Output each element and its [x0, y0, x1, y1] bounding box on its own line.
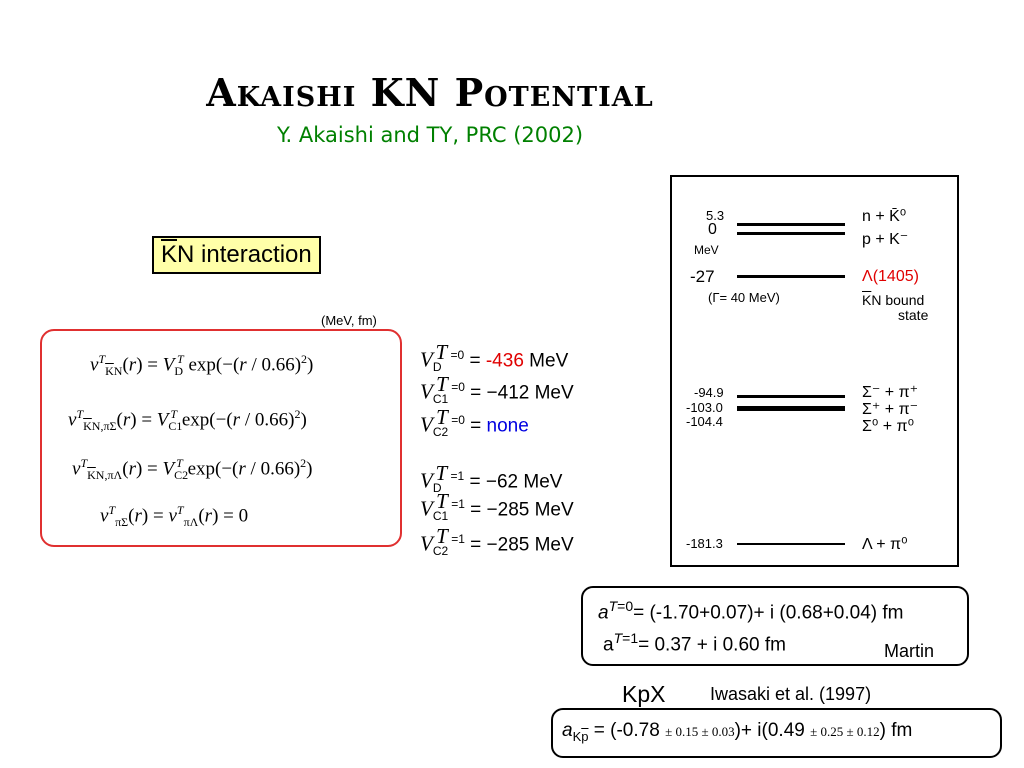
level-label: p + K⁻	[862, 231, 909, 248]
coupling-vc2-t1: VC2T =1 = −285 MeV	[420, 524, 574, 559]
level-label: Λ + π⁰	[862, 536, 908, 553]
scattering-length-t0: aT=0= (-1.70+0.07)+ i (0.68+0.04) fm	[598, 598, 904, 624]
level-label: Σ⁰ + π⁰	[862, 418, 914, 435]
coupling-vd-t1: VDT =1 = −62 MeV	[420, 461, 563, 496]
slide-title: Akaishi KN Potential	[206, 70, 654, 115]
coupling-vc1-t1: VC1T =1 = −285 MeV	[420, 489, 574, 524]
potential-eq-2: vTKN,πΣ(r) = VC1T exp(−(r / 0.66)2)	[68, 407, 307, 434]
level-label: n + K̄⁰	[862, 208, 907, 225]
level-line	[737, 543, 845, 545]
units-note: (MeV, fm)	[321, 313, 377, 328]
level-label: Σ⁻ + π⁺	[862, 384, 919, 401]
bound-state-note: state	[898, 307, 929, 323]
coupling-vc1-t0: VC1T =0 = −412 MeV	[420, 372, 574, 407]
kpx-label: KpX	[622, 681, 666, 707]
energy-level-diagram: 5.3 n + K̄⁰ 0 p + K⁻ MeV -27 Λ(1405) (Γ=…	[670, 175, 959, 567]
level-line	[737, 232, 845, 235]
level-line	[737, 275, 845, 278]
level-energy: 0	[708, 221, 717, 238]
level-energy: -104.4	[686, 414, 723, 429]
martin-scattering-lengths-box	[581, 586, 969, 666]
potential-eq-3: vTKN,πΛ(r) = VC2T exp(−(r / 0.66)2)	[72, 456, 313, 483]
level-unit: MeV	[694, 243, 719, 257]
level-energy: -181.3	[686, 536, 723, 551]
level-width: (Γ= 40 MeV)	[708, 290, 780, 305]
level-label: Σ⁺ + π⁻	[862, 401, 919, 418]
slide-subtitle: Y. Akaishi and TY, PRC (2002)	[276, 123, 584, 147]
coupling-vc2-t0: VC2T =0 = none	[420, 405, 529, 440]
level-line	[737, 395, 845, 398]
potential-eq-1: vTKN(r) = VDT exp(−(r / 0.66)2)	[90, 352, 314, 379]
bound-state-note: KN bound	[862, 292, 925, 308]
level-line	[737, 406, 845, 411]
potential-box	[40, 329, 402, 547]
level-label: Λ(1405)	[862, 268, 919, 285]
martin-source: Martin	[884, 641, 935, 661]
scattering-length-t1: aT=1= 0.37 + i 0.60 fm	[603, 630, 786, 656]
potential-eq-4: vTπΣ(r) = vTπΛ(r) = 0	[100, 503, 249, 530]
coupling-vd-t0: VDT =0 = -436 MeV	[420, 340, 569, 375]
level-line	[737, 223, 845, 226]
kpx-reference: Iwasaki et al. (1997)	[710, 684, 872, 704]
level-energy: -27	[690, 267, 715, 286]
kpx-scattering-length-box	[551, 708, 1002, 758]
kpx-scattering-length: aKp = (-0.78 ± 0.15 ± 0.03)+ i(0.49 ± 0.…	[562, 720, 913, 744]
level-energy: -94.9	[694, 385, 724, 400]
kn-interaction-label: KN interaction	[152, 236, 321, 274]
level-energy: -103.0	[686, 400, 723, 415]
level-energy: 5.3	[706, 208, 725, 223]
